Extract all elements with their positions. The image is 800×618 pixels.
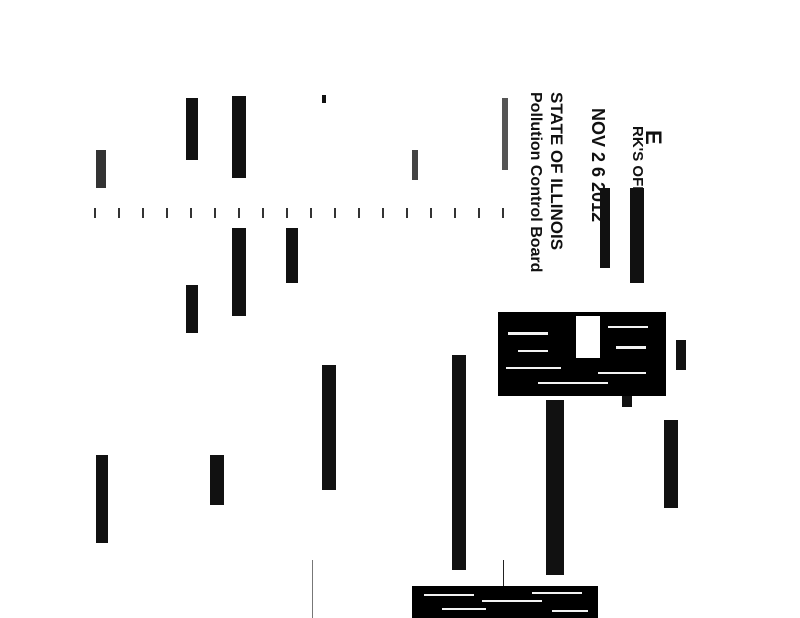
dashed-rule [238, 208, 240, 218]
dashed-rule [94, 208, 96, 218]
stamp-board: Pollution Control Board [527, 92, 544, 273]
dashed-rule [406, 208, 408, 218]
illegible-text-line [412, 150, 418, 180]
illegible-text-line [664, 420, 678, 508]
illegible-text-line [676, 340, 686, 370]
dashed-rule [286, 208, 288, 218]
dashed-rule [190, 208, 192, 218]
margin-line [503, 560, 504, 590]
dashed-rule [142, 208, 144, 218]
scanned-photo-block [498, 312, 666, 396]
margin-line [312, 560, 313, 618]
illegible-text-line [502, 98, 508, 170]
illegible-text-line [186, 98, 198, 160]
dashed-rule [502, 208, 504, 218]
dashed-rule [166, 208, 168, 218]
illegible-text-line [546, 400, 564, 575]
illegible-text-line [232, 228, 246, 316]
illegible-text-line [96, 455, 108, 543]
illegible-text-line [622, 395, 632, 407]
dashed-rule [310, 208, 312, 218]
dashed-rule [334, 208, 336, 218]
dashed-rule [358, 208, 360, 218]
illegible-text-line [210, 455, 224, 505]
photo-highlight [576, 316, 600, 358]
illegible-text-line [630, 188, 644, 283]
illegible-text-line [96, 150, 106, 188]
dashed-rule [478, 208, 480, 218]
dashed-rule [262, 208, 264, 218]
dashed-rule [214, 208, 216, 218]
illegible-text-line [600, 188, 610, 268]
dashed-rule [118, 208, 120, 218]
dashed-rule [382, 208, 384, 218]
illegible-text-line [322, 95, 326, 103]
dashed-rule [430, 208, 432, 218]
illegible-text-line [286, 228, 298, 283]
dashed-rule [454, 208, 456, 218]
stamp-state: STATE OF ILLINOIS [547, 92, 566, 251]
illegible-text-line [232, 96, 246, 178]
illegible-text-line [452, 355, 466, 570]
illegible-text-line [186, 285, 198, 333]
illegible-text-line [322, 365, 336, 490]
scanned-bottom-block [412, 586, 598, 618]
